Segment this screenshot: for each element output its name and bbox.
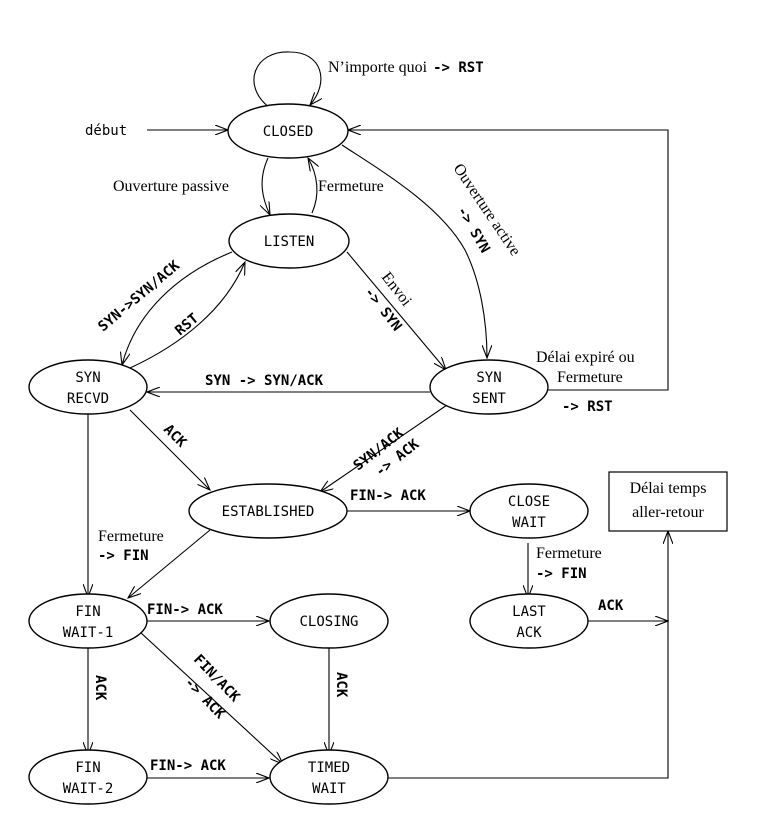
state-syn-sent-line2: SENT	[472, 391, 506, 407]
state-listen-label: LISTEN	[264, 234, 315, 250]
label-fermeture-est: Fermeture	[98, 528, 164, 545]
label-syn-synack: SYN->SYN/ACK	[95, 257, 183, 335]
edge-synrecvd-listen	[129, 262, 245, 369]
state-syn-recvd-line2: RECVD	[67, 391, 109, 407]
state-timed-wait-line1: TIMED	[308, 760, 350, 776]
label-fin-ack-est: FIN-> ACK	[350, 488, 426, 504]
state-timed-wait: TIMED WAIT	[269, 749, 389, 805]
state-closing: CLOSING	[269, 593, 389, 649]
label-fermeture-cw-fin: -> FIN	[536, 566, 587, 582]
label-ack-fw1: ACK	[92, 675, 108, 701]
label-fermeture-cw: Fermeture	[536, 545, 602, 562]
state-syn-sent: SYN SENT	[429, 359, 549, 415]
timer-box-line2: aller-retour	[632, 504, 704, 521]
state-close-wait-line2: WAIT	[512, 515, 546, 531]
edge-synrecvd-established	[129, 409, 210, 490]
state-closed-label: CLOSED	[263, 124, 314, 140]
edge-closed-listen	[262, 157, 270, 215]
state-fin-wait-1-line1: FIN	[75, 604, 100, 620]
label-delai-rst: -> RST	[562, 399, 613, 415]
label-syn-to-synack: SYN -> SYN/ACK	[205, 373, 324, 389]
edge-synsent-closed	[348, 130, 669, 391]
timer-box	[608, 471, 728, 532]
label-ack-recvd: ACK	[160, 422, 190, 452]
state-established-label: ESTABLISHED	[222, 504, 315, 520]
label-delai-expire-1: Délai expiré ou	[536, 349, 635, 366]
label-fin-ack-fw1: FIN-> ACK	[147, 602, 223, 618]
label-debut: début	[85, 123, 127, 139]
state-close-wait: CLOSE WAIT	[469, 483, 589, 539]
state-close-wait-line1: CLOSE	[508, 494, 550, 510]
label-fin-ack-fw2: FIN-> ACK	[150, 758, 226, 774]
state-syn-recvd: SYN RECVD	[28, 359, 148, 415]
label-ouverture-passive: Ouverture passive	[113, 178, 229, 195]
state-timed-wait-line2: WAIT	[312, 781, 346, 797]
label-fermeture-closed: Fermeture	[318, 178, 384, 195]
label-self-loop: N’importe quoi-> RST	[328, 59, 484, 76]
edge-closed-synsent	[341, 144, 487, 358]
state-fin-wait-2: FIN WAIT-2	[28, 749, 148, 805]
edge-established-finwait1	[128, 529, 211, 598]
state-established: ESTABLISHED	[188, 483, 348, 539]
edge-finwait1-timedwait	[139, 631, 283, 764]
edge-listen-closed	[308, 158, 317, 214]
state-closing-label: CLOSING	[299, 614, 358, 630]
edge-listen-synrecvd	[122, 251, 233, 365]
state-listen: LISTEN	[228, 213, 350, 269]
state-closed: CLOSED	[227, 103, 349, 159]
label-ack-closing: ACK	[333, 672, 349, 698]
edge-listen-synsent	[346, 251, 446, 370]
state-last-ack-line2: ACK	[516, 625, 542, 641]
state-fin-wait-2-line1: FIN	[75, 760, 100, 776]
state-syn-sent-line1: SYN	[476, 370, 501, 386]
label-delai-expire-2: Fermeture	[557, 369, 623, 386]
label-ack-lastack: ACK	[598, 598, 624, 614]
state-syn-recvd-line1: SYN	[75, 370, 100, 386]
timer-box-line1: Délai temps	[630, 480, 707, 497]
state-fin-wait-1: FIN WAIT-1	[28, 593, 148, 649]
state-fin-wait-2-line2: WAIT-2	[63, 781, 114, 797]
edge-timedwait-box	[388, 531, 668, 779]
label-fermeture-est-fin: -> FIN	[98, 548, 149, 564]
edge-synsent-established	[320, 404, 448, 492]
state-last-ack-line1: LAST	[512, 604, 546, 620]
state-fin-wait-1-line2: WAIT-1	[63, 625, 114, 641]
state-last-ack: LAST ACK	[469, 593, 589, 649]
label-rst: RST	[172, 311, 202, 340]
edge-closed-self-loop	[253, 51, 321, 109]
